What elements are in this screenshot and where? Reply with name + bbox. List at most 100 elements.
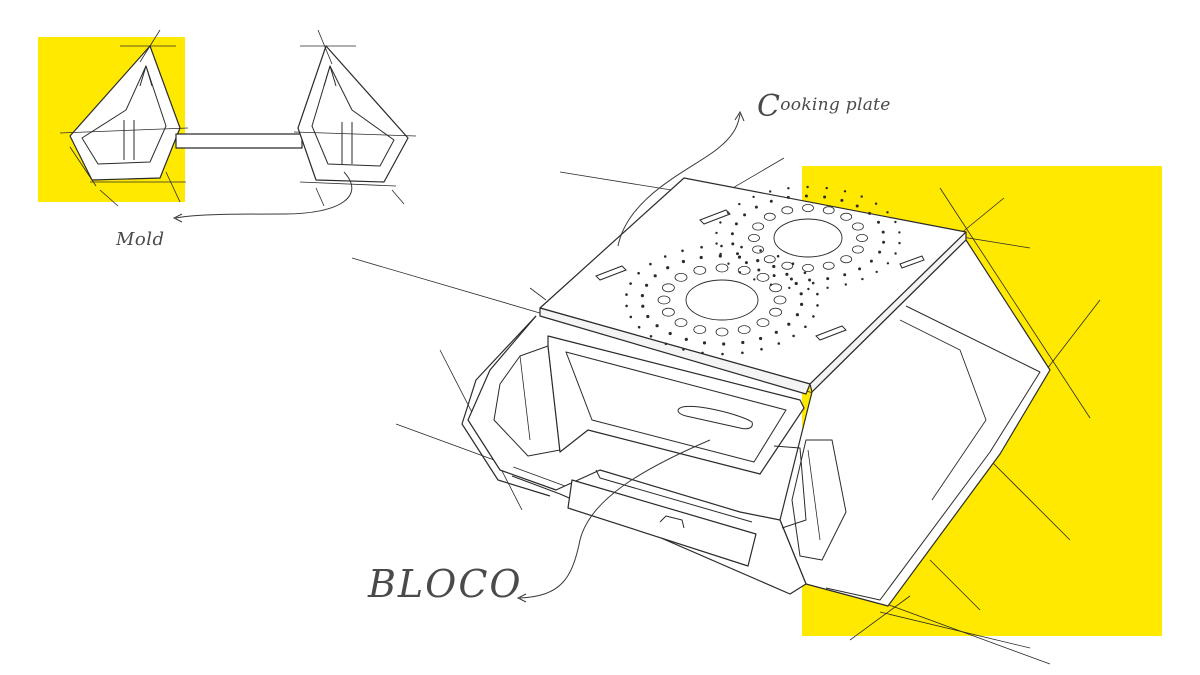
perforation-dot: [826, 286, 829, 289]
burner-opening-1: [685, 279, 759, 321]
perforation-dot: [769, 190, 772, 193]
perforation-dot: [772, 274, 776, 278]
perforation-dot: [886, 211, 889, 214]
perforation-dot: [808, 278, 812, 282]
perforation-hole: [763, 212, 776, 221]
bloco-arrow: [516, 439, 711, 603]
perforation-dot: [882, 240, 886, 244]
perforation-hole: [802, 263, 814, 272]
perforation-dot: [898, 231, 901, 234]
perforation-hole: [715, 327, 729, 337]
perforation-dot: [788, 286, 791, 290]
perforation-dot: [861, 277, 864, 281]
perforation-hole: [752, 245, 764, 254]
perforation-dot: [668, 331, 672, 336]
perforation-dot: [738, 271, 742, 274]
perforation-hole: [693, 325, 707, 335]
perforation-hole: [856, 233, 868, 242]
perforation-dot: [740, 245, 743, 249]
perforation-hole: [840, 212, 853, 221]
mold-arrow: [172, 171, 353, 223]
perforation-dot: [663, 255, 667, 258]
plate-slots: [595, 209, 925, 341]
perforation-dot: [816, 304, 819, 307]
perforation-dot: [741, 351, 744, 355]
perforation-dot: [844, 283, 847, 286]
perforation-hole: [781, 206, 794, 215]
plate-perforations: [625, 185, 901, 356]
perforation-dot: [629, 282, 632, 285]
perforation-dot: [843, 190, 847, 193]
perforation-hole: [773, 295, 787, 305]
perforation-dot: [804, 194, 808, 198]
perforation-dot: [743, 213, 747, 217]
perforation-dot: [734, 222, 738, 226]
perforation-dot: [787, 322, 791, 326]
perforation-dot: [625, 304, 628, 308]
perforation-dot: [721, 352, 724, 356]
perforation-dot: [682, 348, 685, 351]
cooking-plate-label: Cooking plate: [757, 92, 891, 122]
perforation-dot: [684, 337, 688, 341]
perforation-hole: [748, 233, 760, 242]
perforation-dot: [855, 204, 859, 208]
perforation-dot: [777, 342, 781, 345]
perforation-dot: [826, 277, 830, 281]
perforation-hole: [840, 255, 853, 264]
perforation-dot: [874, 202, 878, 205]
perforation-dot: [715, 231, 718, 235]
mold-label: Mold: [116, 229, 165, 250]
perforation-dot: [722, 342, 726, 346]
perforation-dot: [804, 325, 807, 329]
bloco-body: [461, 177, 1051, 607]
perforation-dot: [719, 252, 722, 256]
perforation-dot: [869, 259, 873, 263]
perforation-hole: [674, 272, 688, 282]
perforation-dot: [877, 220, 880, 224]
perforation-hole: [802, 203, 814, 212]
perforation-dot: [702, 341, 707, 345]
perforation-dot: [655, 324, 659, 328]
perforation-dot: [715, 242, 718, 245]
perforation-dot: [772, 264, 776, 269]
perforation-dot: [737, 255, 742, 259]
perforation-dot: [799, 292, 803, 296]
perforation-dot: [649, 262, 652, 266]
perforation-dot: [825, 186, 828, 190]
perforation-dot: [878, 250, 882, 254]
perforation-dot: [753, 278, 756, 281]
perforation-hole: [822, 206, 835, 215]
perforation-hole: [737, 265, 751, 275]
perforation-dot: [637, 325, 641, 329]
perforation-dot: [812, 315, 815, 318]
perforation-hole: [769, 307, 782, 317]
perforation-hole: [657, 295, 671, 305]
perforation-hole: [737, 325, 751, 335]
perforation-dot: [719, 221, 722, 224]
perforation-hole: [693, 265, 707, 275]
perforation-dot: [803, 271, 807, 275]
perforation-dot: [738, 202, 741, 206]
perforation-dot: [786, 195, 790, 199]
perforation-dot: [806, 185, 809, 189]
perforation-dot: [744, 261, 748, 265]
perforation-dot: [731, 242, 735, 246]
perforation-dot: [789, 277, 793, 281]
perforation-dot: [637, 271, 640, 275]
perforation-dot: [641, 304, 645, 308]
burner-opening-2: [773, 218, 843, 258]
perforation-dot: [807, 287, 810, 291]
perforation-hole: [822, 261, 835, 270]
perforation-dot: [816, 292, 819, 296]
perforation-dot: [774, 330, 778, 334]
perforation-hole: [769, 283, 782, 293]
perforation-dot: [640, 294, 645, 298]
perforation-dot: [868, 211, 872, 215]
perforation-dot: [759, 249, 762, 252]
cooking-plate-label-rest: ooking plate: [780, 95, 891, 115]
perforation-hole: [781, 261, 794, 270]
perforation-dot: [752, 195, 755, 199]
perforation-dot: [681, 249, 684, 253]
perforation-dot: [625, 293, 628, 296]
